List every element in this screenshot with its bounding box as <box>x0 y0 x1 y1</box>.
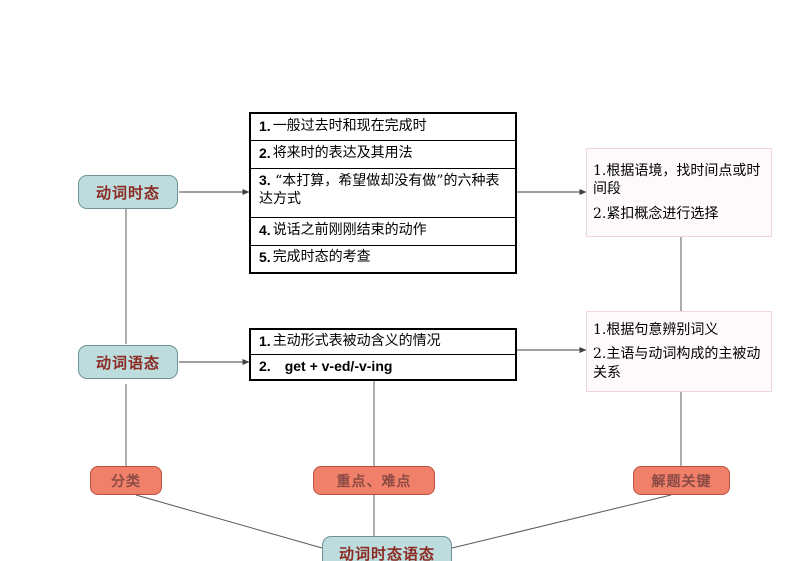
tense-point-number: 1. <box>259 117 271 134</box>
node-verb-voice-label: 动词语态 <box>95 353 160 372</box>
voice-point-row: 1. 主动形式表被动含义的情况 <box>251 330 515 355</box>
tense-point-row: 4. 说话之前刚刚结束的动作 <box>251 218 515 246</box>
voice-key-line: 1.根据句意辨别词义 <box>593 322 719 339</box>
node-verb-voice[interactable]: 动词语态 <box>78 345 178 379</box>
tense-point-text: 将来时的表达及其用法 <box>272 145 413 162</box>
voice-point-number: 1. <box>259 332 271 349</box>
tense-point-text: 一般过去时和现在完成时 <box>272 117 427 134</box>
voice-points-box: 1. 主动形式表被动含义的情况 2. get + v-ed/-v-ing <box>249 328 517 381</box>
voice-key-line: 2.主语与动词构成的主被动关系 <box>593 346 761 381</box>
voice-keys-box: 1.根据句意辨别词义 2.主语与动词构成的主被动关系 <box>586 311 772 392</box>
node-root-topic[interactable]: 动词时态语态 <box>322 536 452 561</box>
tense-point-number: 2. <box>259 145 271 162</box>
tense-key-line: 1.根据语境，找时间点或时间段 <box>593 163 761 198</box>
voice-point-number: 2. <box>259 357 271 374</box>
voice-point-text: get + v-ed/-v-ing <box>284 357 393 374</box>
voice-point-row: 2. get + v-ed/-v-ing <box>251 355 515 379</box>
tense-point-text: “本打算，希望做却没有做”的六种表达方式 <box>259 172 500 207</box>
tense-point-number: 3. <box>259 171 271 188</box>
node-category-focus[interactable]: 重点、难点 <box>313 466 435 495</box>
node-category-key[interactable]: 解题关键 <box>633 466 730 495</box>
tense-point-number: 4. <box>259 222 271 239</box>
tense-point-row: 1. 一般过去时和现在完成时 <box>251 114 515 142</box>
node-category-classify[interactable]: 分类 <box>90 466 162 495</box>
tense-point-text: 完成时态的考查 <box>272 249 371 266</box>
tense-point-row: 2. 将来时的表达及其用法 <box>251 141 515 169</box>
tense-point-text: 说话之前刚刚结束的动作 <box>272 222 427 239</box>
connector-key-to-root <box>451 494 672 549</box>
tense-point-number: 5. <box>259 249 271 266</box>
node-category-classify-label: 分类 <box>111 473 141 490</box>
node-verb-tense-label: 动词时态 <box>95 183 160 202</box>
node-verb-tense[interactable]: 动词时态 <box>78 175 178 209</box>
voice-point-text: 主动形式表被动含义的情况 <box>272 332 441 349</box>
connector-classify-to-root <box>135 494 323 549</box>
node-category-focus-label: 重点、难点 <box>336 473 412 490</box>
tense-point-row: 3. “本打算，希望做却没有做”的六种表达方式 <box>251 169 515 219</box>
tense-keys-box: 1.根据语境，找时间点或时间段 2.紧扣概念进行选择 <box>586 148 772 237</box>
node-category-key-label: 解题关键 <box>651 473 712 490</box>
tense-point-row: 5. 完成时态的考查 <box>251 246 515 272</box>
node-root-topic-label: 动词时态语态 <box>338 544 435 561</box>
tense-points-box: 1. 一般过去时和现在完成时 2. 将来时的表达及其用法 3. “本打算，希望做… <box>249 112 517 274</box>
tense-key-line: 2.紧扣概念进行选择 <box>593 205 719 222</box>
